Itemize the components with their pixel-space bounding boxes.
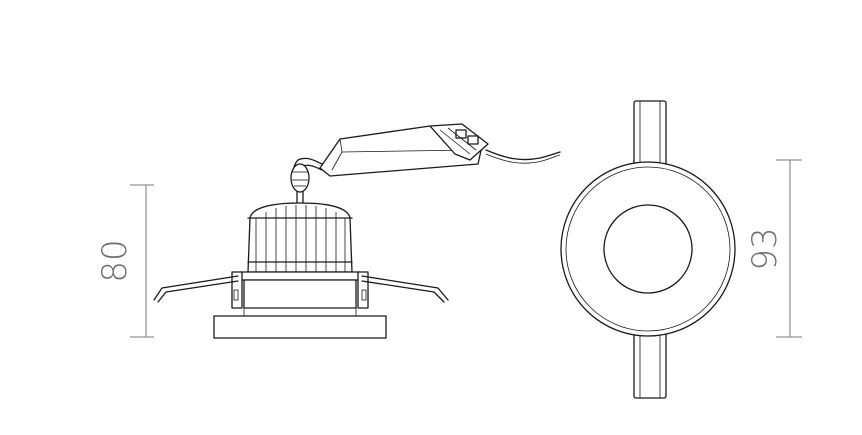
led-driver: [319, 123, 561, 177]
front-view: 93: [560, 100, 802, 399]
spring-clip-left: [153, 275, 239, 303]
trim-flange: [213, 315, 387, 339]
height-label: 80: [95, 239, 135, 282]
lens: [603, 204, 693, 294]
mounting-body: [231, 271, 369, 309]
diameter-label: 93: [745, 227, 785, 270]
side-view: 80: [95, 123, 561, 339]
inner-ring: [565, 166, 731, 332]
spring-clip-right: [361, 275, 449, 303]
height-dimension: 80: [95, 184, 154, 338]
diameter-dimension: 93: [745, 159, 802, 338]
heat-sink: [247, 202, 353, 273]
power-cable: [290, 157, 323, 207]
